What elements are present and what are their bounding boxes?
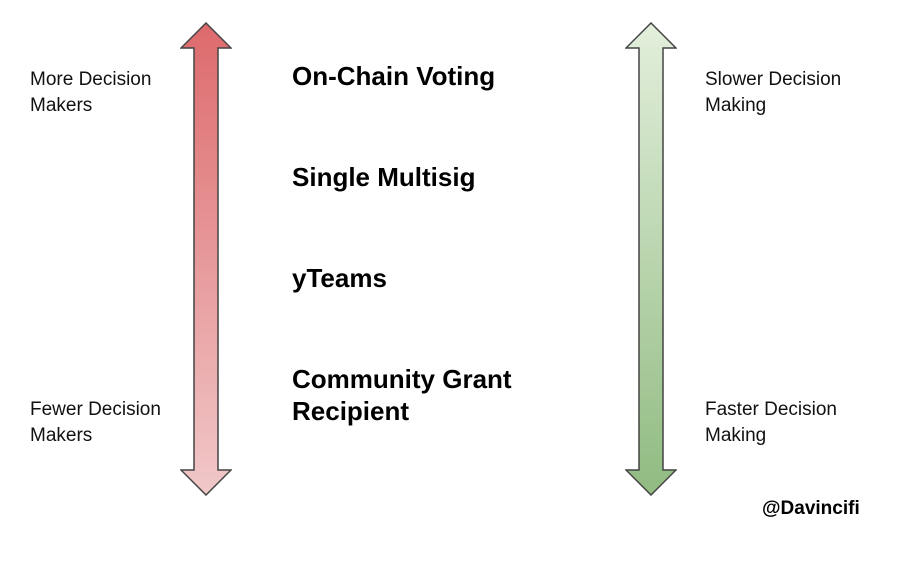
decision-makers-double-arrow xyxy=(180,22,232,496)
more-decision-makers-line-2: Makers xyxy=(30,95,93,116)
faster-decision-making-label: Faster Decision Making xyxy=(705,397,837,449)
level-community-grant-recipient-line-2: Recipient xyxy=(292,396,410,426)
fewer-decision-makers-label: Fewer Decision Makers xyxy=(30,397,161,449)
more-decision-makers-label: More Decision Makers xyxy=(30,67,151,119)
author-credit: @Davincifi xyxy=(762,498,860,519)
decision-makers-arrow-shape xyxy=(180,22,232,496)
decision-speed-double-arrow xyxy=(625,22,677,496)
slower-decision-making-line-1: Slower Decision xyxy=(705,69,842,90)
faster-decision-making-line-1: Faster Decision xyxy=(705,399,837,420)
faster-decision-making-line-2: Making xyxy=(705,425,767,446)
level-single-multisig-text: Single Multisig xyxy=(292,162,476,192)
more-decision-makers-line-1: More Decision xyxy=(30,69,152,90)
fewer-decision-makers-line-1: Fewer Decision xyxy=(30,399,161,420)
level-single-multisig: Single Multisig xyxy=(292,161,475,193)
level-on-chain-voting: On-Chain Voting xyxy=(292,60,495,92)
level-on-chain-voting-text: On-Chain Voting xyxy=(292,61,496,91)
level-yteams-text: yTeams xyxy=(292,263,387,293)
slower-decision-making-line-2: Making xyxy=(705,95,767,116)
level-yteams: yTeams xyxy=(292,262,387,294)
level-community-grant-recipient: Community Grant Recipient xyxy=(292,363,512,427)
decision-speed-arrow-shape xyxy=(625,22,677,496)
fewer-decision-makers-line-2: Makers xyxy=(30,425,93,446)
level-community-grant-recipient-line-1: Community Grant xyxy=(292,364,512,394)
slower-decision-making-label: Slower Decision Making xyxy=(705,67,841,119)
